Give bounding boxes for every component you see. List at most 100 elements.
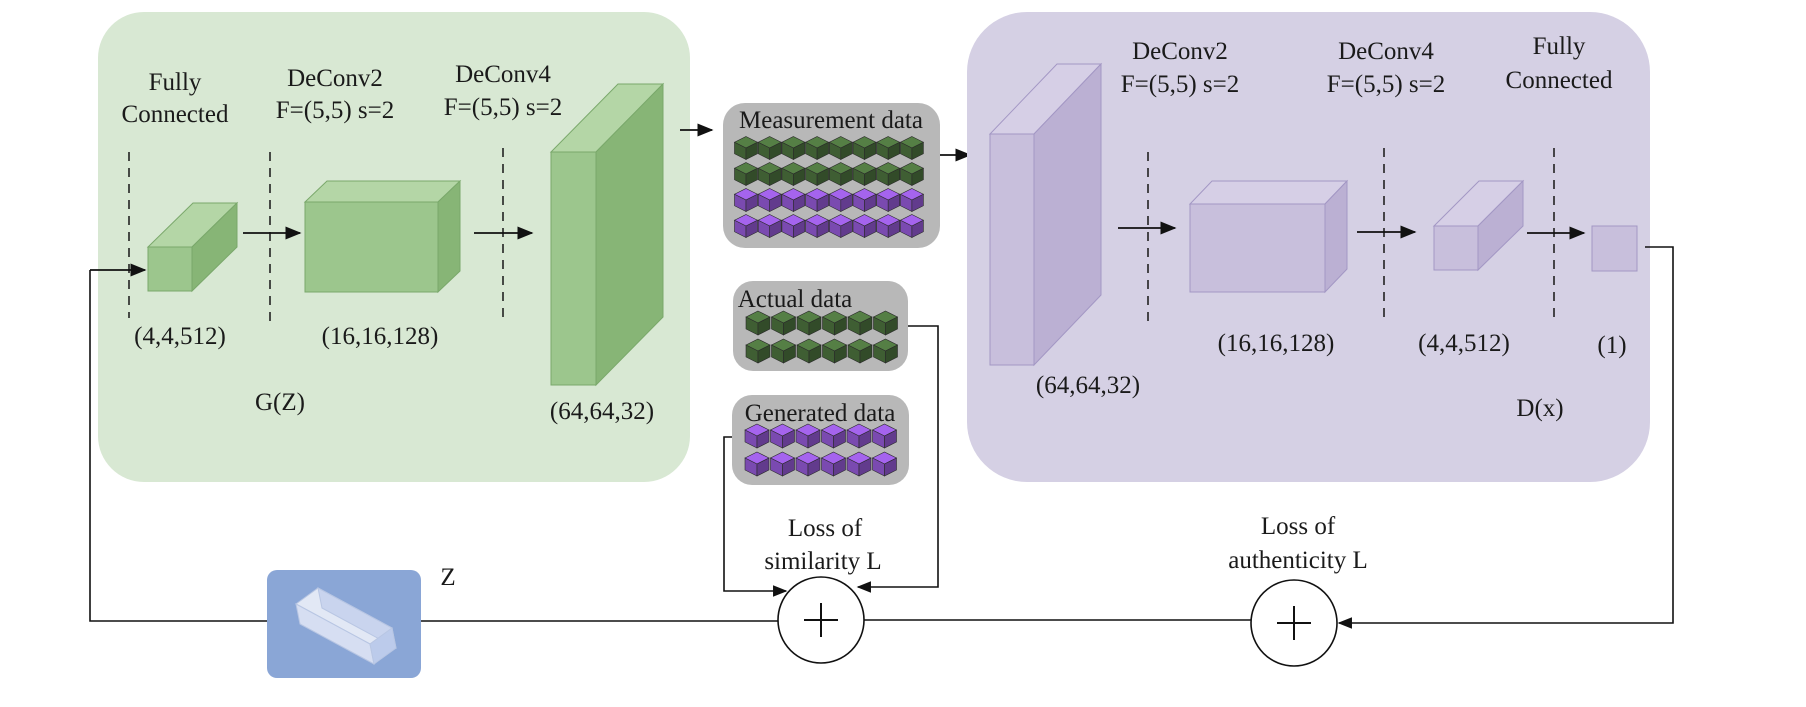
generator-layer-1-shape: (4,4,512) (134, 323, 226, 350)
discriminator-layer-4-shape: (1) (1597, 332, 1626, 359)
noise-z-box: Z (267, 564, 456, 678)
discriminator-layer-3-title-line1: DeConv4 (1338, 38, 1434, 65)
data-cube-icon (847, 338, 873, 364)
data-cube-icon (876, 136, 901, 160)
discriminator-layer-2-title-line2: F=(5,5) s=2 (1121, 71, 1239, 98)
data-cube-icon (876, 188, 901, 212)
generator-layer-2-title-line2: F=(5,5) s=2 (276, 97, 394, 124)
discriminator-block-output (1591, 225, 1638, 272)
data-cube-icon (745, 338, 771, 364)
data-cube-icon (770, 310, 797, 336)
data-cube-icon (821, 338, 848, 364)
data-cube-icon (828, 188, 853, 212)
data-cube-icon (804, 188, 830, 212)
discriminator-name: D(x) (1516, 395, 1563, 422)
data-cube-icon (852, 188, 877, 212)
data-cube-icon (852, 214, 877, 238)
data-cube-icon (820, 451, 847, 477)
measurement-data-box: Measurement data (723, 103, 940, 248)
data-cube-icon (744, 423, 770, 449)
generator-layer-1-title-line2: Connected (122, 101, 229, 128)
generator-layer-2-shape: (16,16,128) (322, 323, 439, 350)
data-cube-icon (757, 188, 782, 212)
data-cube-icon (899, 162, 925, 186)
discriminator-block-deconv4 (1432, 179, 1525, 272)
generator-layer-2-title-line1: DeConv2 (287, 65, 383, 92)
data-cube-icon (828, 136, 853, 160)
data-cube-icon (846, 451, 872, 477)
authenticity-loss-node: Loss of authenticity L (1228, 513, 1368, 667)
data-cube-icon (745, 310, 771, 336)
discriminator-block-input (988, 62, 1103, 367)
discriminator-layer-2-shape: (16,16,128) (1218, 330, 1335, 357)
data-cube-icon (781, 214, 806, 238)
data-cube-icon (846, 423, 872, 449)
data-cube-icon (795, 423, 821, 449)
data-cube-icon (872, 338, 899, 364)
data-cube-icon (733, 188, 759, 212)
generator-layer-3-title-line1: DeConv4 (455, 61, 551, 88)
noise-z-label: Z (440, 564, 455, 591)
data-cube-icon (872, 310, 899, 336)
data-cube-icon (770, 338, 797, 364)
data-cube-icon (744, 451, 770, 477)
generator-block-fc (146, 201, 239, 293)
discriminator-layer-2-title-line1: DeConv2 (1132, 38, 1228, 65)
line-actual-to-similarity (856, 325, 939, 593)
actual-data-label: Actual data (738, 286, 853, 313)
generator-name: G(Z) (255, 389, 305, 416)
data-cube-icon (820, 423, 847, 449)
measurement-data-label: Measurement data (739, 107, 923, 134)
discriminator-layer-3-title-line2: F=(5,5) s=2 (1327, 71, 1445, 98)
data-cube-icon (757, 162, 782, 186)
data-cube-icon (781, 162, 806, 186)
data-cube-icon (852, 162, 877, 186)
data-cube-icon (821, 310, 848, 336)
data-cube-icon (876, 162, 901, 186)
noise-prism-icon (295, 587, 397, 665)
data-cube-icon (804, 162, 830, 186)
discriminator-layer-4-title-line2: Connected (1506, 67, 1613, 94)
data-cube-icon (781, 136, 806, 160)
authenticity-loss-label-line2: authenticity L (1228, 547, 1368, 574)
discriminator-panel: DeConv2 F=(5,5) s=2 DeConv4 F=(5,5) s=2 … (967, 12, 1650, 482)
data-cube-icon (804, 214, 830, 238)
discriminator-layer-3-shape: (4,4,512) (1418, 330, 1510, 357)
data-cube-icon (847, 310, 873, 336)
similarity-loss-node: Loss of similarity L (764, 515, 882, 664)
generator-layer-3-title-line2: F=(5,5) s=2 (444, 94, 562, 121)
data-cube-icon (852, 136, 877, 160)
generator-block-deconv4 (549, 82, 665, 387)
data-cube-icon (871, 451, 898, 477)
data-cube-icon (795, 451, 821, 477)
data-cube-icon (899, 188, 925, 212)
data-cube-icon (757, 136, 782, 160)
data-cube-icon (781, 188, 806, 212)
similarity-loss-label-line2: similarity L (764, 548, 881, 575)
actual-data-box: Actual data (733, 281, 908, 371)
generator-block-deconv2 (303, 179, 462, 294)
discriminator-block-deconv2 (1188, 179, 1349, 294)
line-generated-to-similarity (723, 436, 788, 597)
generated-data-box: Generated data (732, 395, 909, 485)
data-cube-icon (828, 162, 853, 186)
authenticity-loss-label-line1: Loss of (1261, 513, 1336, 540)
data-cube-icon (804, 136, 830, 160)
discriminator-layer-4-title-line1: Fully (1533, 33, 1586, 60)
generator-layer-1-title-line1: Fully (149, 69, 202, 96)
similarity-loss-label-line1: Loss of (788, 515, 863, 542)
discriminator-layer-1-shape: (64,64,32) (1036, 372, 1140, 399)
feedback-line-to-generator (89, 270, 267, 622)
data-cube-icon (796, 310, 822, 336)
data-cube-icon (733, 214, 759, 238)
line-discriminator-to-authenticity (1337, 246, 1674, 629)
data-cube-icon (899, 136, 925, 160)
data-cube-icon (769, 451, 796, 477)
data-cube-icon (828, 214, 853, 238)
data-cube-icon (876, 214, 901, 238)
data-cube-icon (871, 423, 898, 449)
data-cube-icon (796, 338, 822, 364)
data-cube-icon (899, 214, 925, 238)
generator-panel: Fully Connected DeConv2 F=(5,5) s=2 DeCo… (90, 12, 690, 482)
